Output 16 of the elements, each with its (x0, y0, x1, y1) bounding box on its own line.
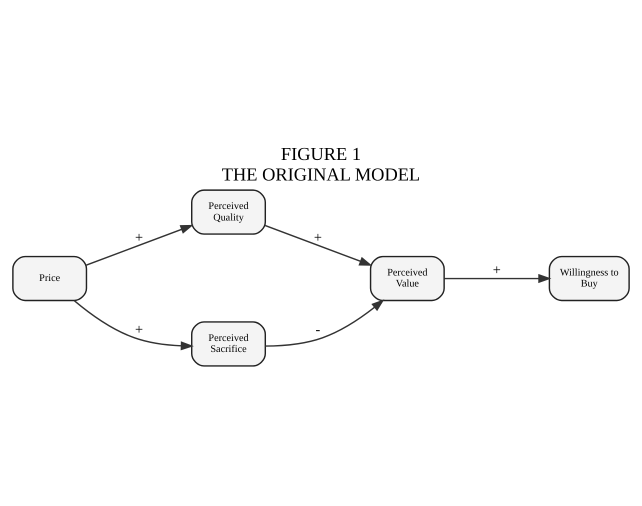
edge-label: - (316, 321, 320, 338)
node-box: Perceived Value (370, 255, 445, 301)
edge-label: + (314, 229, 322, 246)
edge-label: + (492, 262, 501, 278)
arrow (265, 298, 384, 346)
node-box: Price (12, 255, 88, 301)
edge-label: + (135, 321, 144, 338)
arrow (444, 273, 552, 283)
node-box: Perceived Quality (191, 188, 266, 234)
diagram-title: FIGURE 1 THE ORIGINAL MODEL (222, 143, 420, 184)
node-box: Perceived Sacrifice (191, 320, 266, 366)
arrow (265, 224, 372, 266)
edge-label: + (135, 229, 144, 246)
arrow (74, 300, 194, 350)
arrow (86, 224, 194, 266)
node-box: Willingness to Buy (548, 255, 630, 301)
